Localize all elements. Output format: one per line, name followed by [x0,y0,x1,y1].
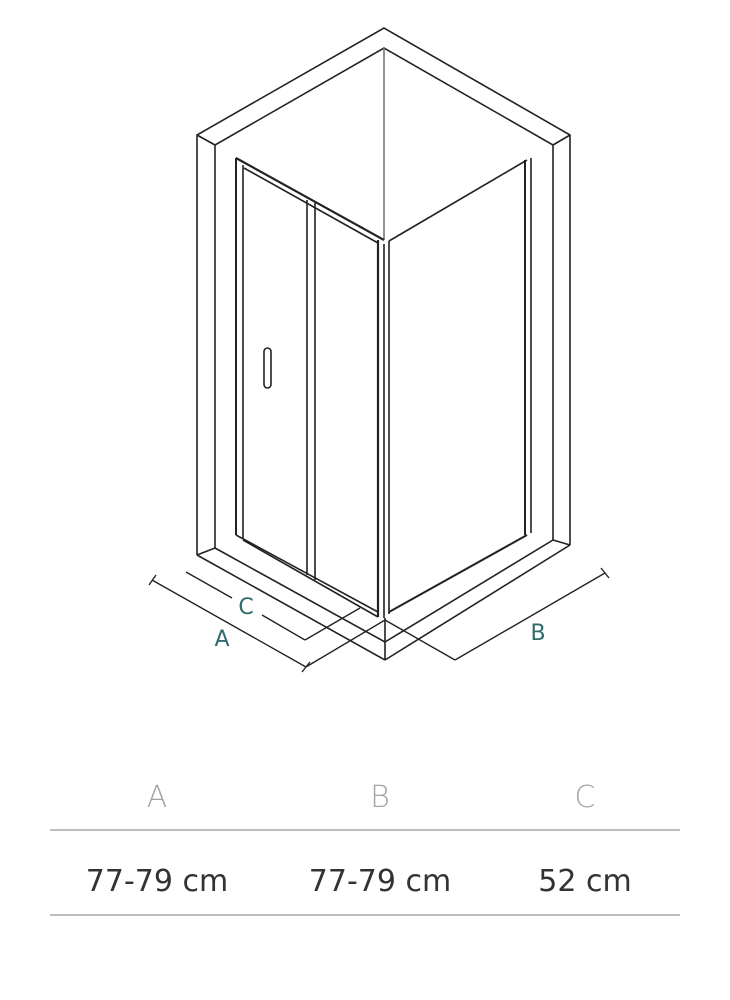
dimension-label-a: A [214,627,229,652]
table-row: 77-79 cm 77-79 cm 52 cm [50,864,680,904]
shower-tray [196,539,571,661]
value-b: 77-79 cm [308,864,452,899]
dimension-label-b: B [530,621,545,646]
dimensions-table: A B C 77-79 cm 77-79 cm 52 cm [50,780,680,920]
dimension-lines [148,567,610,673]
value-a: 77-79 cm [85,864,229,899]
dimension-label-c: C [238,595,253,620]
divider [50,914,680,916]
table-header-row: A B C [50,780,680,820]
header-c: C [574,780,596,815]
header-b: B [370,780,390,815]
value-c: 52 cm [538,864,632,899]
walls [196,27,571,556]
front-sliding-panel [235,157,385,618]
divider [50,829,680,831]
door-handle-icon [263,347,272,389]
corner-post [376,240,390,618]
shower-enclosure-diagram: A C B [148,27,610,673]
side-fixed-panel [388,158,532,613]
header-a: A [146,780,168,815]
